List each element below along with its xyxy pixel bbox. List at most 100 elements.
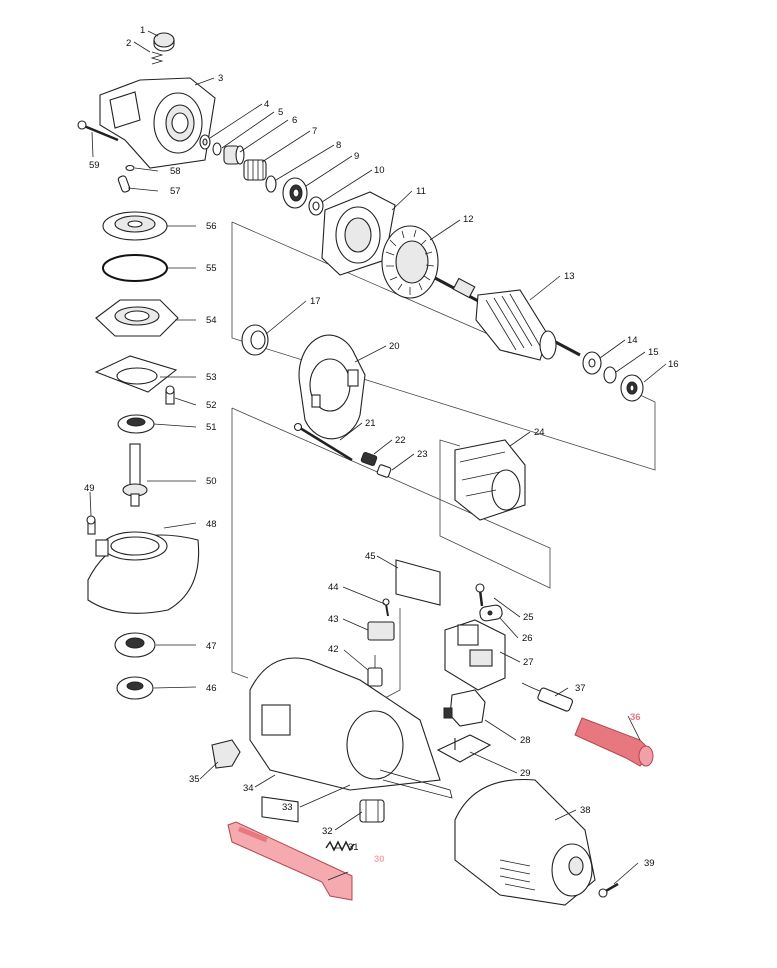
- part-49-screw[interactable]: [86, 515, 96, 535]
- armature-frame: [231, 222, 656, 471]
- label-29: 29: [520, 768, 531, 779]
- part-56-flange[interactable]: [102, 211, 168, 241]
- label-46: 46: [206, 683, 217, 694]
- label-53: 53: [206, 372, 217, 383]
- label-30: 30: [374, 854, 385, 865]
- label-9: 9: [354, 151, 359, 162]
- label-35: 35: [189, 774, 200, 785]
- label-55: 55: [206, 263, 217, 274]
- part-22-insulator[interactable]: [360, 451, 378, 467]
- label-52: 52: [206, 400, 217, 411]
- label-8: 8: [336, 140, 341, 151]
- part-36-strain-relief[interactable]: [574, 717, 654, 767]
- part-15-ring[interactable]: [603, 366, 617, 384]
- label-36: 36: [630, 712, 641, 723]
- label-49: 49: [84, 483, 95, 494]
- label-2: 2: [126, 38, 131, 49]
- stator-frame: [231, 408, 249, 679]
- part-16-bearing[interactable]: [620, 374, 644, 402]
- part-17-insulation-washer[interactable]: [241, 324, 269, 356]
- label-57: 57: [170, 186, 181, 197]
- part-33-motor-housing[interactable]: [249, 657, 453, 799]
- part-43-brush-holder[interactable]: [367, 621, 395, 641]
- part-46-lock-nut[interactable]: [116, 676, 154, 700]
- part-55-o-ring[interactable]: [102, 254, 168, 282]
- label-32: 32: [322, 826, 333, 837]
- part-20-baffle-plate[interactable]: [298, 334, 366, 440]
- label-1: 1: [140, 25, 145, 36]
- label-59: 59: [89, 160, 100, 171]
- part-10-washer[interactable]: [308, 196, 324, 216]
- part-21-screw[interactable]: [293, 422, 353, 462]
- label-22: 22: [395, 435, 406, 446]
- part-39-screw[interactable]: [598, 882, 619, 898]
- label-26: 26: [522, 633, 533, 644]
- label-28: 28: [520, 735, 531, 746]
- part-54-bearing-box[interactable]: [95, 299, 179, 337]
- part-58-ring[interactable]: [125, 164, 135, 172]
- part-24-field[interactable]: [454, 439, 526, 521]
- part-29-bracket[interactable]: [436, 734, 492, 763]
- stator-frame-right: [231, 407, 551, 589]
- label-21: 21: [365, 418, 376, 429]
- part-7-gear[interactable]: [243, 159, 267, 181]
- label-54: 54: [206, 315, 217, 326]
- label-6: 6: [292, 115, 297, 126]
- label-50: 50: [206, 476, 217, 487]
- part-13-armature[interactable]: [434, 276, 581, 361]
- label-10: 10: [374, 165, 385, 176]
- label-47: 47: [206, 641, 217, 652]
- part-28-switch[interactable]: [443, 689, 486, 727]
- part-2-spring[interactable]: [150, 51, 164, 65]
- label-11: 11: [416, 186, 426, 197]
- part-47-inner-flange[interactable]: [114, 632, 156, 658]
- part-12-fan[interactable]: [381, 225, 439, 299]
- part-14-washer[interactable]: [582, 351, 602, 375]
- part-42-carbon-brush[interactable]: [367, 655, 383, 687]
- label-17: 17: [310, 296, 321, 307]
- label-37: 37: [575, 683, 586, 694]
- part-25-screw[interactable]: [475, 583, 485, 607]
- part-38-rear-cover[interactable]: [454, 778, 596, 906]
- part-27-brush-holder[interactable]: [444, 619, 506, 691]
- label-43: 43: [328, 614, 339, 625]
- part-23-insulator[interactable]: [376, 464, 392, 478]
- part-34-label[interactable]: [261, 796, 299, 823]
- label-45: 45: [365, 551, 376, 562]
- label-20: 20: [389, 341, 400, 352]
- part-8-retaining-ring[interactable]: [265, 175, 277, 193]
- part-53-plate[interactable]: [94, 355, 178, 393]
- label-7: 7: [312, 126, 317, 137]
- part-48-wheel-guard[interactable]: [87, 531, 200, 614]
- part-45-label[interactable]: [395, 559, 441, 606]
- part-3-gear-housing[interactable]: [99, 77, 216, 169]
- part-6-pinion[interactable]: [223, 145, 245, 165]
- part-44-screw[interactable]: [382, 598, 390, 617]
- part-59-screw[interactable]: [77, 120, 119, 142]
- label-23: 23: [417, 449, 428, 460]
- label-5: 5: [278, 107, 283, 118]
- label-31: 31: [348, 842, 359, 853]
- label-4: 4: [264, 99, 269, 110]
- part-32-brush-cap[interactable]: [359, 799, 385, 823]
- label-24: 24: [534, 427, 545, 438]
- part-31-spring[interactable]: [325, 840, 355, 852]
- part-51-bearing[interactable]: [117, 414, 155, 434]
- part-52-screw[interactable]: [165, 385, 175, 405]
- armature-frame-top: [231, 221, 521, 349]
- part-30-switch-lever[interactable]: [227, 821, 353, 901]
- label-15: 15: [648, 347, 659, 358]
- part-37-cord[interactable]: [521, 682, 574, 712]
- label-34: 34: [243, 783, 254, 794]
- part-5-ring[interactable]: [212, 142, 222, 156]
- label-25: 25: [523, 612, 534, 623]
- part-1-cap[interactable]: [153, 32, 175, 52]
- part-57-pin[interactable]: [117, 175, 131, 193]
- part-9-bearing[interactable]: [282, 177, 308, 209]
- label-38: 38: [580, 805, 591, 816]
- label-33: 33: [282, 802, 293, 813]
- part-4-washer[interactable]: [199, 134, 211, 150]
- part-26-cap[interactable]: [479, 604, 503, 622]
- part-50-spindle[interactable]: [122, 443, 148, 507]
